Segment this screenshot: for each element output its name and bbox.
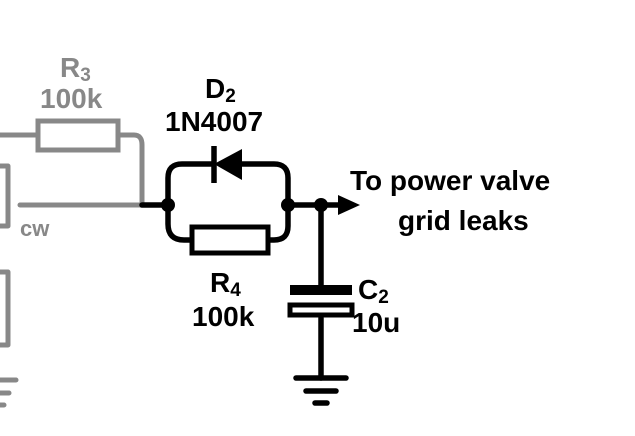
output-label-line2: grid leaks — [398, 205, 529, 236]
capacitor-c2-plate-bottom — [287, 302, 355, 318]
potentiometer-upper — [0, 163, 11, 229]
potentiometer-lower — [0, 269, 11, 348]
resistor-r3 — [35, 118, 121, 153]
wire-r4-left — [165, 202, 195, 243]
d2-designator: D2 — [205, 73, 236, 107]
pot-wiper-label: cw — [20, 216, 50, 241]
output-arrow-icon — [338, 195, 360, 215]
r4-value: 100k — [192, 301, 255, 332]
ground-icon — [293, 375, 349, 406]
capacitor-c2-plate-top — [290, 285, 352, 295]
previous-stage — [0, 118, 153, 408]
wire-r3-right — [115, 132, 145, 208]
r3-designator: R3 — [60, 52, 91, 86]
wire-diode-left — [165, 161, 215, 208]
output-label-line1: To power valve — [350, 165, 550, 196]
r4-designator: R4 — [210, 267, 241, 301]
r3-value: 100k — [40, 83, 103, 114]
resistor-r4 — [189, 224, 271, 256]
diode-d2 — [214, 149, 242, 180]
wire-r4-right — [265, 202, 291, 243]
active-stage — [139, 146, 360, 406]
wire-diode-right — [239, 161, 291, 208]
c2-designator: C2 — [358, 274, 389, 308]
c2-value: 10u — [352, 307, 400, 338]
d2-value: 1N4007 — [165, 106, 263, 137]
ground-left — [0, 377, 19, 408]
